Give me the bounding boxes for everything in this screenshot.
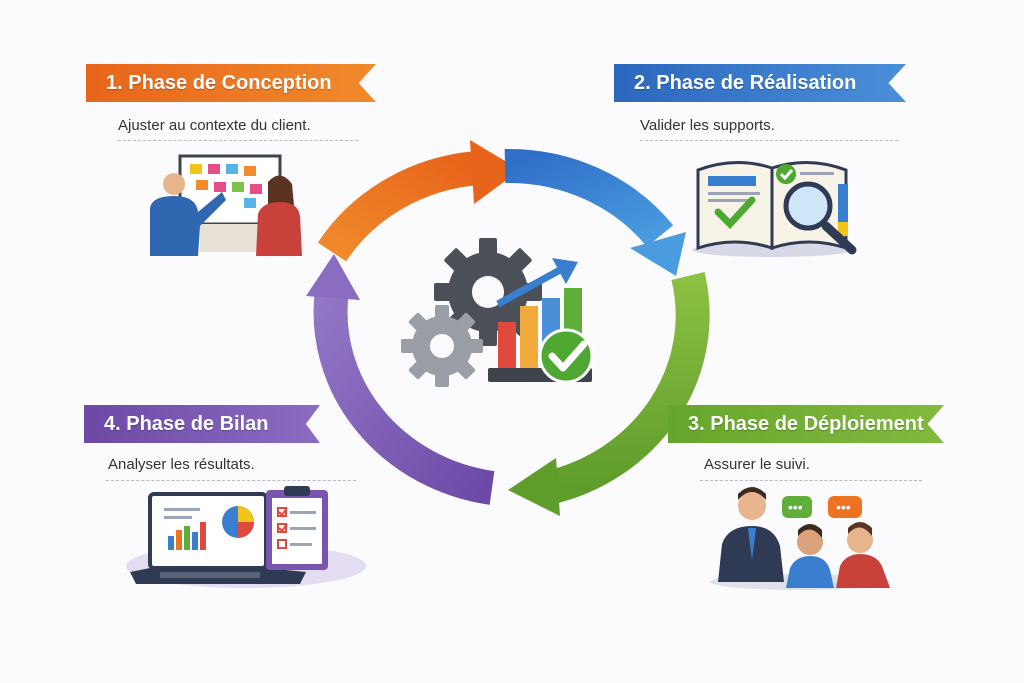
phase-4-description: Analyser les résultats. xyxy=(108,456,255,473)
laptop-report-clipboard-icon xyxy=(126,486,366,588)
phase-2-title: 2. Phase de Réalisation xyxy=(614,64,906,102)
phase-3-description: Assurer le suivi. xyxy=(704,456,810,473)
phase-4-title: 4. Phase de Bilan xyxy=(84,405,320,443)
phase-4-divider xyxy=(106,480,356,481)
svg-text:•••: ••• xyxy=(788,499,803,515)
book-magnifier-check-icon xyxy=(692,160,857,257)
phase-1-title: 1. Phase de Conception xyxy=(86,64,376,102)
phase-1-description: Ajuster au contexte du client. xyxy=(118,117,311,134)
purple-cycle-arrow xyxy=(306,254,495,505)
phase-2-description: Valider les supports. xyxy=(640,117,775,134)
phase-2-divider xyxy=(640,140,898,141)
people-discussion-icon: ••• ••• xyxy=(710,487,890,590)
gears-chart-check-icon xyxy=(401,238,594,387)
phase-3-divider xyxy=(700,480,922,481)
orange-cycle-arrow xyxy=(317,140,520,262)
phase-3-title: 3. Phase de Déploiement xyxy=(668,405,944,443)
phase-1-divider xyxy=(118,140,358,141)
green-cycle-arrow xyxy=(508,272,710,516)
svg-text:•••: ••• xyxy=(836,499,851,515)
blue-cycle-arrow xyxy=(504,148,686,276)
team-planning-board-icon xyxy=(150,154,302,256)
